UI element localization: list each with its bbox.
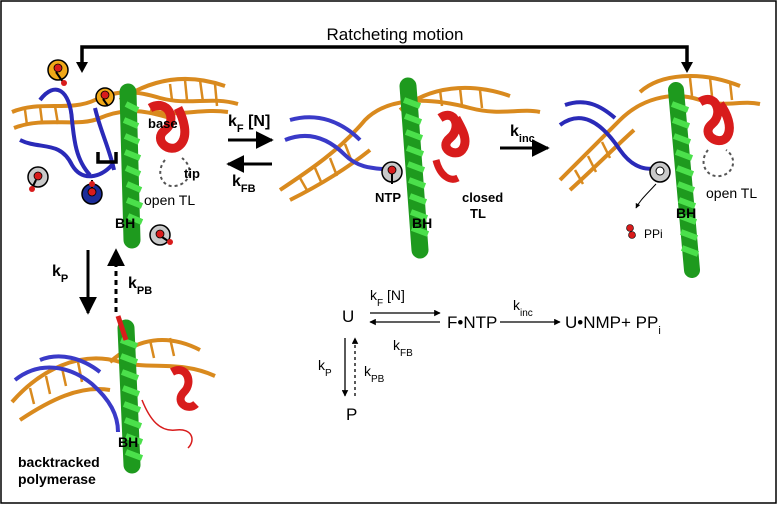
trigger-loop-closed	[432, 111, 470, 183]
ntp-label: NTP	[375, 190, 401, 205]
trigger-loop	[147, 101, 191, 188]
structure-open-state: base tip open TL BH	[11, 59, 239, 249]
closed-tl-label: TL	[470, 206, 486, 221]
dna-base-pairs	[573, 77, 734, 185]
dna-template-strand	[558, 74, 761, 192]
bh-label: BH	[115, 215, 135, 231]
bridge-helix	[119, 83, 144, 249]
rna-strand	[19, 87, 116, 179]
ntp-gray-2	[149, 224, 173, 246]
rna-strand	[558, 100, 661, 171]
tip-label: tip	[184, 166, 200, 181]
scheme-kpb-label: kPB	[364, 363, 385, 385]
scheme-kfb-label: kFB	[393, 337, 413, 359]
backtracked-label: backtracked	[18, 454, 100, 470]
ratcheting-bracket	[76, 45, 693, 73]
open-tl-label: open TL	[706, 185, 757, 201]
structure-closed-state: NTP closed TL BH	[278, 77, 541, 259]
scheme-kinc-label: kinc	[513, 297, 533, 319]
rna-strand	[284, 115, 393, 172]
kfb-label: kFB	[232, 173, 256, 195]
open-tl-label: open TL	[144, 192, 195, 208]
ppi-molecule	[626, 224, 636, 239]
trigger-loop	[697, 95, 735, 178]
bridge-helix	[399, 77, 430, 259]
ntp-bound	[381, 161, 403, 184]
rna-strand	[13, 354, 120, 433]
scheme-state-p: P	[346, 405, 357, 424]
tip-dotted-loop	[702, 149, 735, 178]
trigger-loop-backtracked	[115, 315, 199, 449]
active-site-bracket	[96, 152, 118, 164]
kf-label: kF [N]	[228, 113, 270, 135]
kpb-label: kPB	[128, 275, 152, 297]
tip-dotted-loop	[159, 157, 191, 188]
base-label: base	[148, 116, 178, 131]
bh-label: BH	[118, 434, 138, 450]
bridge-helix	[668, 82, 700, 278]
ntp-orange-2	[95, 87, 115, 107]
ntp-gray-1	[27, 166, 49, 192]
kp-label: kP	[52, 263, 68, 285]
structure-backtracked: BH backtracked polymerase	[10, 315, 216, 487]
polymerase-label: polymerase	[18, 471, 96, 487]
kinetic-scheme: U F•NTP U•NMP+ PPi P kF [N] kFB kinc kP …	[318, 287, 661, 424]
structure-post-incorporation: PPi open TL BH	[558, 74, 761, 278]
bh-label: BH	[412, 215, 432, 231]
bridge-helix	[117, 319, 144, 474]
kinc-label: kinc	[510, 123, 535, 145]
scheme-product: U•NMP+ PPi	[565, 313, 661, 337]
closed-label: closed	[462, 190, 503, 205]
scheme-state-f-ntp: F•NTP	[447, 313, 497, 332]
scheme-kp-label: kP	[318, 357, 332, 379]
scheme-kf-label: kF [N]	[370, 287, 405, 309]
ntp-blue	[81, 180, 103, 205]
scheme-state-u: U	[342, 307, 354, 326]
nmp-incorporated	[649, 161, 671, 183]
bh-label: BH	[676, 205, 696, 221]
ppi-label: PPi	[644, 227, 663, 241]
ratcheting-label: Ratcheting motion	[326, 25, 463, 44]
ntp-orange-1	[47, 59, 69, 86]
ppi-release-arrow	[635, 183, 657, 209]
